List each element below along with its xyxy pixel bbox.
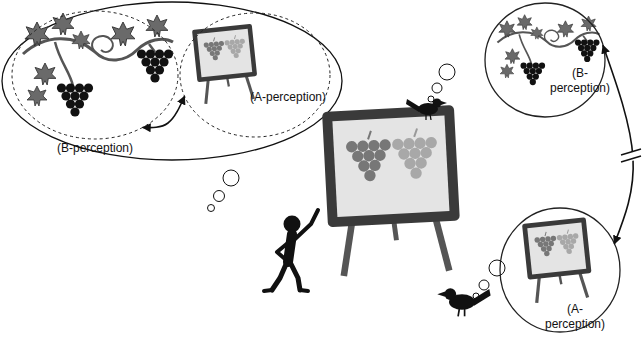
person-arm [294, 210, 318, 240]
bubble-outline [500, 206, 620, 334]
thought-dot [208, 205, 215, 212]
dashed-ellipse [12, 11, 178, 139]
pointing-person [264, 210, 318, 291]
perception-label: (B-perception) [20, 141, 170, 156]
bird [437, 288, 490, 316]
painting-on-easel [522, 217, 594, 303]
person-arm [277, 242, 289, 259]
person-foot [264, 290, 308, 291]
thought-bubble: (A-perception) [180, 13, 330, 137]
double-arrow [143, 96, 185, 127]
bubble-outline [180, 13, 330, 137]
thought-cloud [2, 2, 342, 160]
painting-on-easel [322, 105, 462, 277]
thought-bubble: (A-perception) [500, 206, 620, 334]
break-gap [623, 151, 640, 162]
thought-dot [223, 170, 239, 186]
break-mark [621, 156, 641, 162]
thought-circle [500, 208, 620, 332]
bubble-outline [485, 2, 605, 118]
grape-vine [23, 13, 173, 117]
thought-dot [479, 280, 489, 290]
painting-on-easel [192, 24, 260, 105]
dashed-ellipse [180, 13, 330, 137]
thought-dot [489, 260, 505, 276]
thought-dot [432, 83, 442, 93]
thought-dot [214, 191, 225, 202]
thought-dot [439, 64, 455, 80]
person-torso [288, 234, 292, 262]
break-mark [621, 149, 641, 155]
thought-circle [485, 3, 605, 117]
bubble-outline [10, 10, 180, 158]
bird [406, 99, 447, 121]
perception-label: (B-perception) [549, 66, 611, 96]
person-leg [290, 262, 300, 290]
thought-bubble: (B-perception) [10, 10, 180, 158]
thought-bubble: (B-perception) [485, 2, 605, 118]
perception-label: (A-perception) [250, 90, 334, 105]
person-leg [272, 262, 287, 290]
double-arrow [603, 45, 633, 244]
perception-label: (A-perception) [542, 302, 608, 332]
